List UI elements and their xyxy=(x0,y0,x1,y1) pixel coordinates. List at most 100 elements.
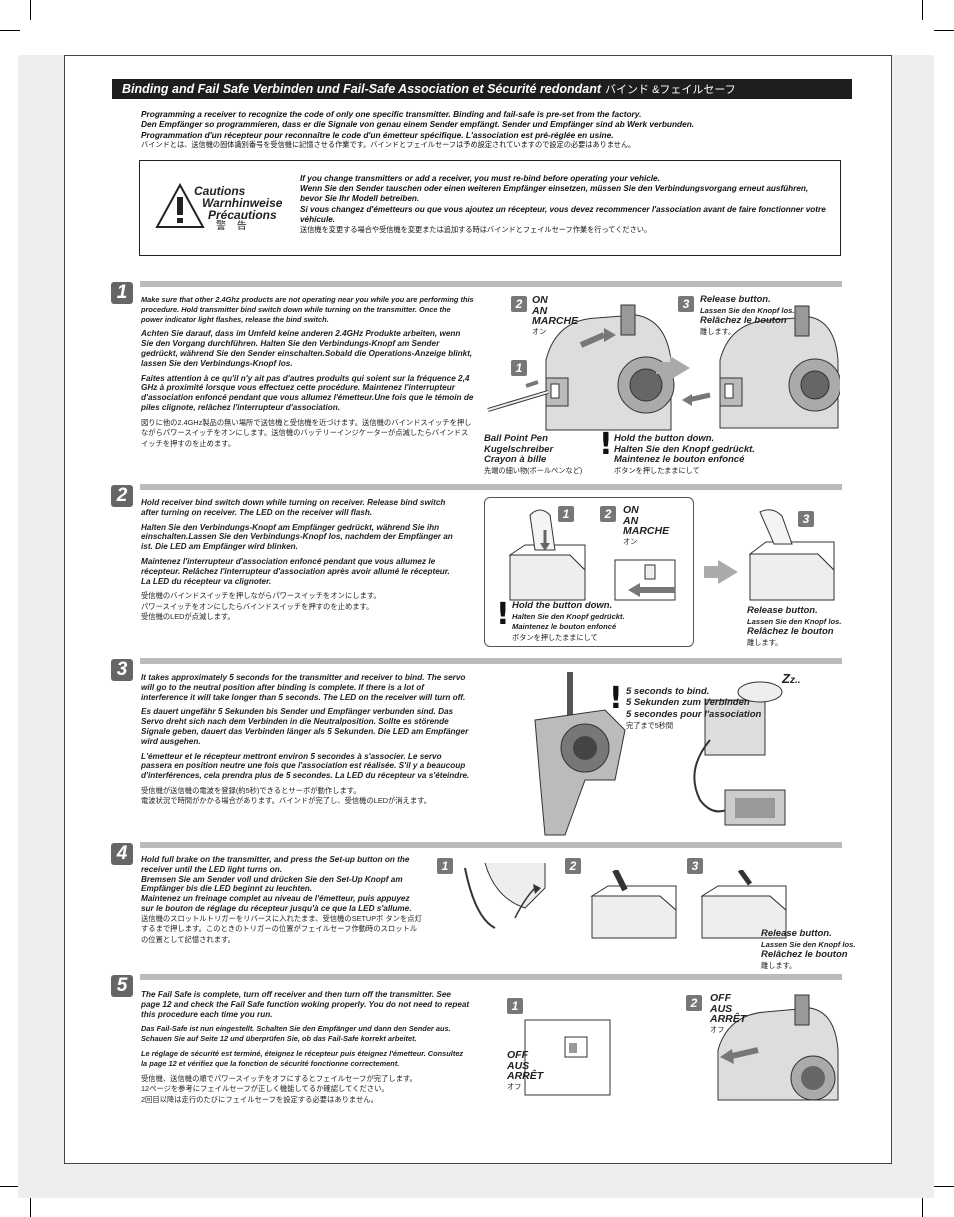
step-4-jp: 送信機のスロットルトリガーをリバースに入れたまま、受信機のSETUPボ タンを点… xyxy=(141,913,422,944)
title-jp: バインド &フェイルセーフ xyxy=(605,84,736,96)
label-off-jp: オフ xyxy=(710,1024,725,1034)
fig1-step-badge-3: 3 xyxy=(678,296,694,312)
fig2-step-badge-2: 2 xyxy=(600,506,616,522)
fig1-hold-label: Hold the button down.Halten Sie den Knop… xyxy=(614,433,755,476)
fig2-hold-label: Hold the button down.Halten Sie den Knop… xyxy=(512,600,625,643)
step-2-en: Hold receiver bind switch down while tur… xyxy=(141,498,446,517)
step-4-en: Hold full brake on the transmitter, and … xyxy=(141,855,410,874)
fig4-step-badge-3: 3 xyxy=(687,858,703,874)
step-3-jp-1: 受信機が送信機の電波を登録(約5秒)できるとサーボが動作します。 xyxy=(141,785,361,795)
sleep-z-icon: Zz.. xyxy=(782,671,801,686)
caution-jp: 送信機を変更する場合や受信機を変更または追加する時はバインドとフェイルセーフ作業… xyxy=(300,225,652,235)
step-2-de: Halten Sie den Verbindungs-Knopf am Empf… xyxy=(141,522,453,552)
label-off-de: AUS xyxy=(507,1059,530,1072)
step-2-jp-2: パワースイッチをオンにしたらバインドスイッチを押すのを止めます。 xyxy=(141,601,374,611)
fig4-step-badge-1: 1 xyxy=(437,858,453,874)
crop-mark xyxy=(922,0,923,20)
crop-mark xyxy=(934,1186,954,1187)
label-5sec-de: 5 Sekunden zum Verbinden xyxy=(626,696,750,708)
step-5-fr: Le réglage de sécurité est terminé, étei… xyxy=(141,1048,464,1068)
label-off-en: OFF xyxy=(710,992,731,1004)
step-2-badge: 2 xyxy=(111,485,133,507)
step-2-text: Hold receiver bind switch down while tur… xyxy=(141,498,461,623)
label-release-jp: 離します。 xyxy=(761,960,797,970)
exclamation-icon: ! xyxy=(496,597,510,632)
label-on-fr: MARCHE xyxy=(532,315,579,327)
sleep-z-text: Z xyxy=(782,671,790,686)
fig1-step-badge-1: 1 xyxy=(511,360,527,376)
label-on-jp: オン xyxy=(623,536,638,546)
step-3-en: It takes approximately 5 seconds for the… xyxy=(141,673,466,702)
transmitter-release-illustration xyxy=(682,305,840,429)
fig1-step-badge-2: 2 xyxy=(511,296,527,312)
label-hold-jp: ボタンを押したままにして xyxy=(512,632,598,642)
intro-jp: バインドとは、送信機の固体識別番号を受信機に記憶させる作業です。バインドとフェイ… xyxy=(141,140,636,150)
crop-mark xyxy=(30,1197,31,1217)
label-off-en: OFF xyxy=(507,1049,528,1061)
label-release-jp: 離します。 xyxy=(747,637,783,647)
label-release-en: Release button. xyxy=(700,294,771,305)
step-2-fr: Maintenez l'interrupteur d'association e… xyxy=(141,556,450,586)
receiver-off-illustration xyxy=(524,1019,611,1096)
label-release-de: Lassen Sie den Knopf los. xyxy=(747,616,842,626)
margin-band-right xyxy=(890,55,934,1162)
caution-text: If you change transmitters or add a rece… xyxy=(300,174,830,235)
fig2-step-badge-3: 3 xyxy=(798,511,814,527)
step-2-jp-1: 受信機のバインドスイッチを押しながらパワースイッチをオンにします。 xyxy=(141,591,381,601)
step-2-figure-box xyxy=(484,497,694,647)
receiver-release-illustration xyxy=(748,509,835,601)
step-4-de: Bremsen Sie am Sender voll und drücken S… xyxy=(141,874,403,894)
label-pen-de: Kugelschreiber xyxy=(484,443,554,455)
step-1-fr: Faites attention à ce qu'il n'y ait pas … xyxy=(141,373,474,412)
step-3-de: Es dauert ungefähr 5 Sekunden bis Sender… xyxy=(141,707,469,746)
arrow-right-icon xyxy=(656,356,690,380)
label-5sec-fr: 5 secondes pour l'association xyxy=(626,709,762,720)
step-3-jp-2: 電波状況で時間がかかる場合があります。バインドが完了し、受信機のLEDが消えます… xyxy=(141,796,432,806)
fig4-step-badge-2: 2 xyxy=(565,858,581,874)
label-release-en: Release button. xyxy=(761,928,832,939)
label-release-de: Lassen Sie den Knopf los. xyxy=(700,305,795,315)
label-release-fr: Relâchez le bouton xyxy=(700,315,787,326)
crop-mark xyxy=(934,30,954,31)
caution-label-de: Warnhinweise xyxy=(202,196,283,210)
caution-label-jp: 警 告 xyxy=(216,221,251,232)
fig3-time-label: 5 seconds to bind.5 Sekunden zum Verbind… xyxy=(626,686,762,731)
intro-text: Programming a receiver to recognize the … xyxy=(141,109,841,151)
fig5-step-badge-1: 1 xyxy=(507,998,523,1014)
caution-label-fr: Précautions xyxy=(208,208,277,222)
label-on-fr: MARCHE xyxy=(623,525,670,537)
step-1-text: Make sure that other 2.4Ghz products are… xyxy=(141,295,474,454)
step-5-text: The Fail Safe is complete, turn off rece… xyxy=(141,990,471,1105)
label-on-en: ON xyxy=(532,294,548,306)
step-1-badge: 1 xyxy=(111,282,133,304)
step-1-de: Achten Sie darauf, dass im Umfeld keine … xyxy=(141,329,473,368)
label-on-en: ON xyxy=(623,504,639,516)
label-pen-en: Ball Point Pen xyxy=(484,433,548,444)
step-3-text: It takes approximately 5 seconds for the… xyxy=(141,673,473,807)
label-pen-jp: 先端の細い物(ボールペンなど) xyxy=(484,465,583,475)
step-5-jp-2: 12ページを参考にフェイルセーフが正しく機能してるか確認してください。 xyxy=(141,1084,389,1094)
step-5-divider xyxy=(140,974,842,980)
crop-mark xyxy=(30,0,31,20)
label-off-jp: オフ xyxy=(507,1081,522,1091)
step-5-de: Das Fail-Safe ist nun eingestellt. Schal… xyxy=(141,1024,451,1044)
step-5-jp-1: 受信機、送信機の順でパワースイッチをオフにするとフェイルセーフが完了します。 xyxy=(141,1073,417,1083)
label-hold-en: Hold the button down. xyxy=(614,433,715,444)
label-5sec-jp: 完了まで5秒間 xyxy=(626,720,674,730)
crop-mark xyxy=(0,30,20,31)
step-5-jp-3: 2回目以降は走行のたびにフェイルセーフを設定する必要はありません。 xyxy=(141,1094,378,1104)
margin-band-left xyxy=(18,55,64,1162)
warning-triangle-icon xyxy=(155,183,205,228)
label-off-fr: ARRÊT xyxy=(710,1013,747,1025)
step-4-badge: 4 xyxy=(111,843,133,865)
step-1-divider xyxy=(140,281,842,287)
step-3-fr: L'émetteur et le récepteur mettront envi… xyxy=(141,751,470,781)
transmitter-bind-illustration xyxy=(487,304,675,431)
step-2-jp-3: 受信機のLEDが点滅します。 xyxy=(141,612,235,622)
step-3-divider xyxy=(140,658,842,664)
fig5-step-badge-2: 2 xyxy=(686,995,702,1011)
fig2-release-label: Release button.Lassen Sie den Knopf los.… xyxy=(747,605,842,648)
